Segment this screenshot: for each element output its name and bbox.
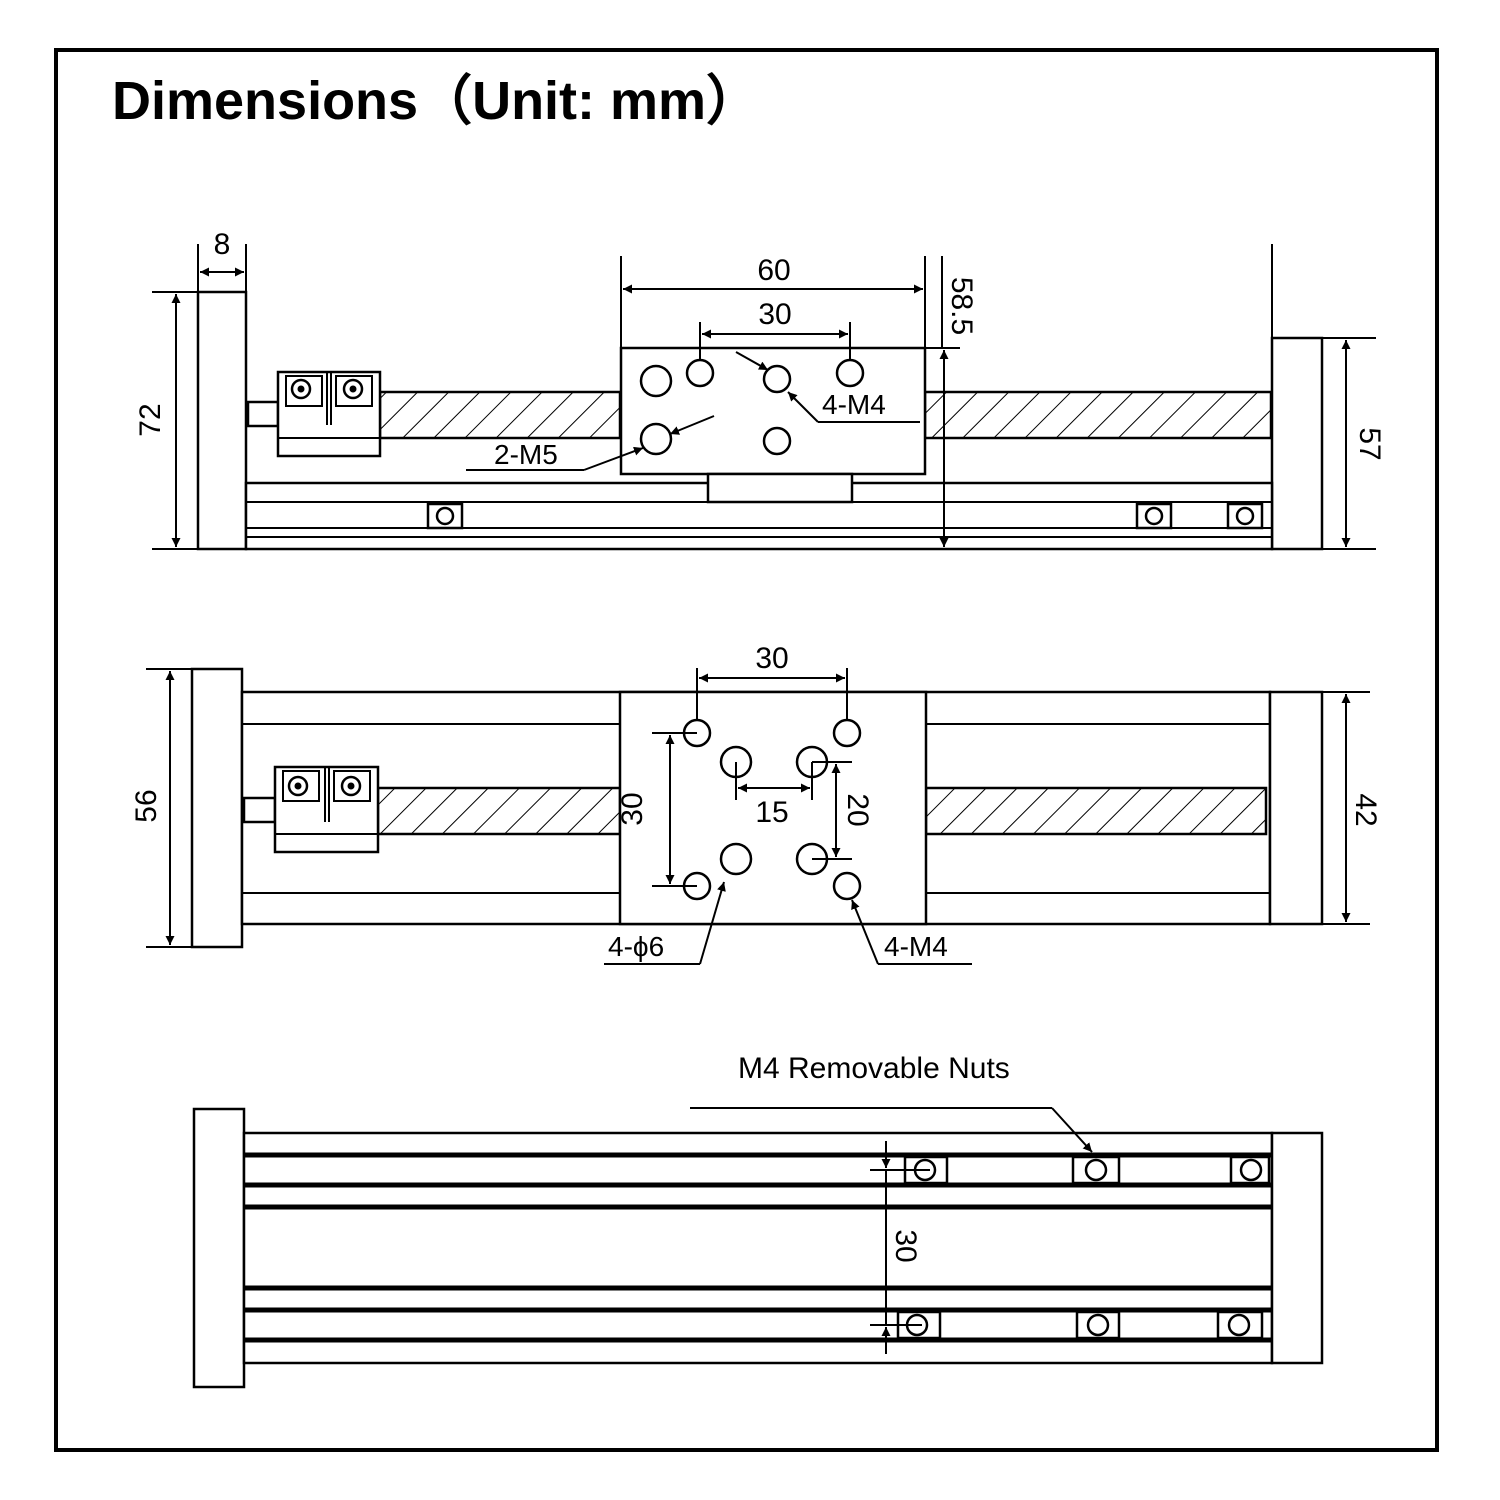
- drawing-frame: [54, 48, 1439, 1452]
- bottom-view: 30 M4 Removable Nuts: [192, 1052, 1324, 1389]
- dim-inner-y: 20: [841, 793, 874, 826]
- side-view: 8 72 60 30 58.5 57 4-M4 2-M5: [134, 228, 1386, 551]
- rail-nut: [1226, 502, 1264, 530]
- m4-hole: [835, 358, 865, 388]
- m4-hole: [832, 718, 862, 748]
- phi6-hole: [719, 842, 753, 876]
- removable-nut: [1071, 1155, 1121, 1185]
- dim-end-height: 56: [130, 789, 163, 822]
- m4-hole: [762, 364, 792, 394]
- left-end-plate: [190, 667, 244, 949]
- removable-nut: [1216, 1310, 1264, 1340]
- lead-screw-left: [378, 390, 622, 440]
- removable-nut: [1229, 1155, 1271, 1185]
- label-removable-nuts: M4 Removable Nuts: [738, 1052, 1010, 1085]
- label-m4-top: 4-M4: [884, 931, 948, 962]
- m4-hole: [685, 358, 715, 388]
- lead-screw-left: [376, 786, 622, 836]
- top-view: 30 30 15 20 56 42 4-ϕ6 4-M4: [130, 642, 1382, 965]
- rail-nut: [426, 502, 464, 530]
- right-end-plate: [1270, 336, 1324, 551]
- motor-shaft: [242, 796, 277, 824]
- left-end-plate: [196, 290, 248, 551]
- m4-hole: [762, 426, 792, 456]
- left-end-plate: [192, 1107, 246, 1389]
- removable-nut: [903, 1155, 949, 1185]
- carriage-nut: [706, 472, 854, 504]
- page-title: Dimensions（Unit: mm）: [112, 71, 761, 131]
- right-end-plate: [1268, 690, 1324, 926]
- dim-rail-height: 57: [1353, 427, 1386, 460]
- dim-total-height: 72: [134, 403, 167, 436]
- dim-inner-x: 15: [755, 796, 788, 829]
- label-m5-side: 2-M5: [494, 439, 558, 470]
- motor-shaft: [246, 400, 280, 428]
- dim-carriage-height: 58.5: [945, 277, 978, 335]
- dim-slot-spacing: 30: [889, 1229, 922, 1262]
- right-end-plate: [1270, 1131, 1324, 1365]
- dim-end-width: 8: [214, 228, 231, 261]
- label-m4-side: 4-M4: [822, 389, 886, 420]
- rail-nut: [1135, 502, 1173, 530]
- dim-hole-spacing-y: 30: [616, 792, 649, 825]
- removable-nut: [1075, 1310, 1121, 1340]
- lead-screw-right: [924, 786, 1268, 836]
- dim-rail-width: 42: [1349, 793, 1382, 826]
- dim-carriage-length: 60: [757, 254, 790, 287]
- m4-hole: [832, 871, 862, 901]
- m5-hole: [639, 364, 673, 398]
- label-phi6-top: 4-ϕ6: [608, 931, 664, 962]
- m5-hole: [639, 422, 673, 456]
- lead-screw-right: [923, 390, 1273, 440]
- dim-hole-spacing: 30: [758, 298, 791, 331]
- dim-hole-spacing-x: 30: [755, 642, 788, 675]
